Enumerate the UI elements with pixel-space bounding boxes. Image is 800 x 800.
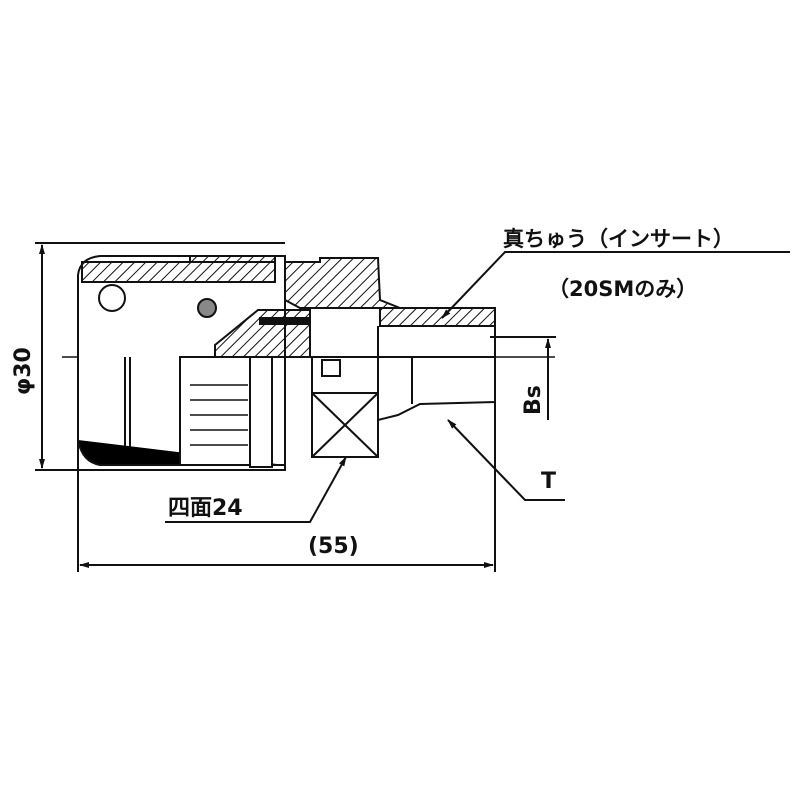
diameter-label: φ30: [11, 347, 36, 395]
hex-flats-label: 四面24: [168, 496, 243, 521]
thread-bs-label: Bs: [521, 385, 546, 415]
overall-length-label: (55): [308, 534, 359, 559]
coupling-body: [77, 255, 496, 471]
material-note-label: （20SMのみ）: [548, 277, 697, 301]
leader-lines: [165, 251, 790, 523]
material-label: 真ちゅう（インサート）: [503, 227, 734, 251]
thread-t-label: T: [541, 469, 556, 494]
